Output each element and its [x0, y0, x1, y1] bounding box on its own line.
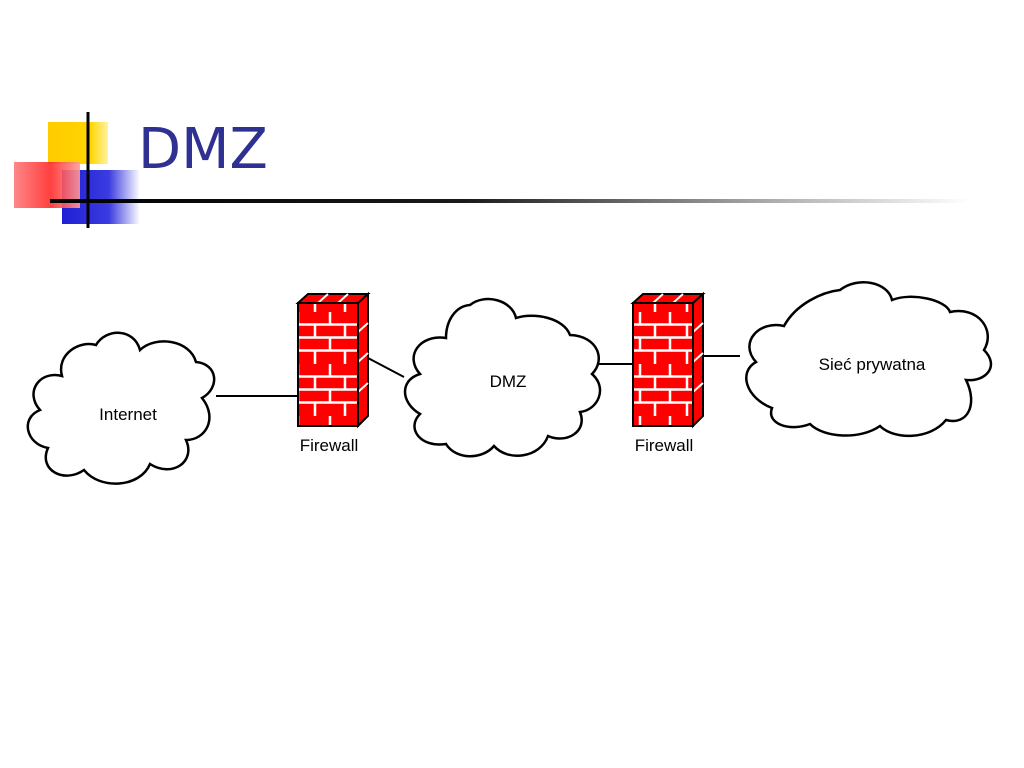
- yellow-square: [48, 122, 108, 164]
- slide-title: DMZ: [138, 117, 268, 182]
- firewall-1: Firewall: [295, 291, 371, 455]
- private-network-cloud: Sieć prywatna: [745, 281, 992, 437]
- firewall-top-face: [295, 293, 371, 304]
- brick-wall-icon: [297, 302, 359, 427]
- cloud-icon: [26, 331, 216, 485]
- cloud-icon: [745, 281, 992, 437]
- dmz-cloud: DMZ: [403, 297, 602, 458]
- internet-cloud: Internet: [26, 331, 216, 485]
- dmz-label: DMZ: [490, 372, 527, 391]
- link-firewall-1-dmz: [365, 356, 405, 378]
- firewall-2-label: Firewall: [635, 436, 694, 455]
- brick-wall-icon: [632, 302, 694, 427]
- firewall-2: Firewall: [630, 291, 706, 455]
- title-underline: [50, 199, 970, 203]
- firewall-1-label: Firewall: [300, 436, 359, 455]
- cloud-icon: [403, 297, 602, 458]
- private-network-label: Sieć prywatna: [819, 355, 926, 374]
- title-decoration: [14, 112, 140, 228]
- firewall-top-face: [630, 293, 706, 304]
- internet-label: Internet: [99, 405, 157, 424]
